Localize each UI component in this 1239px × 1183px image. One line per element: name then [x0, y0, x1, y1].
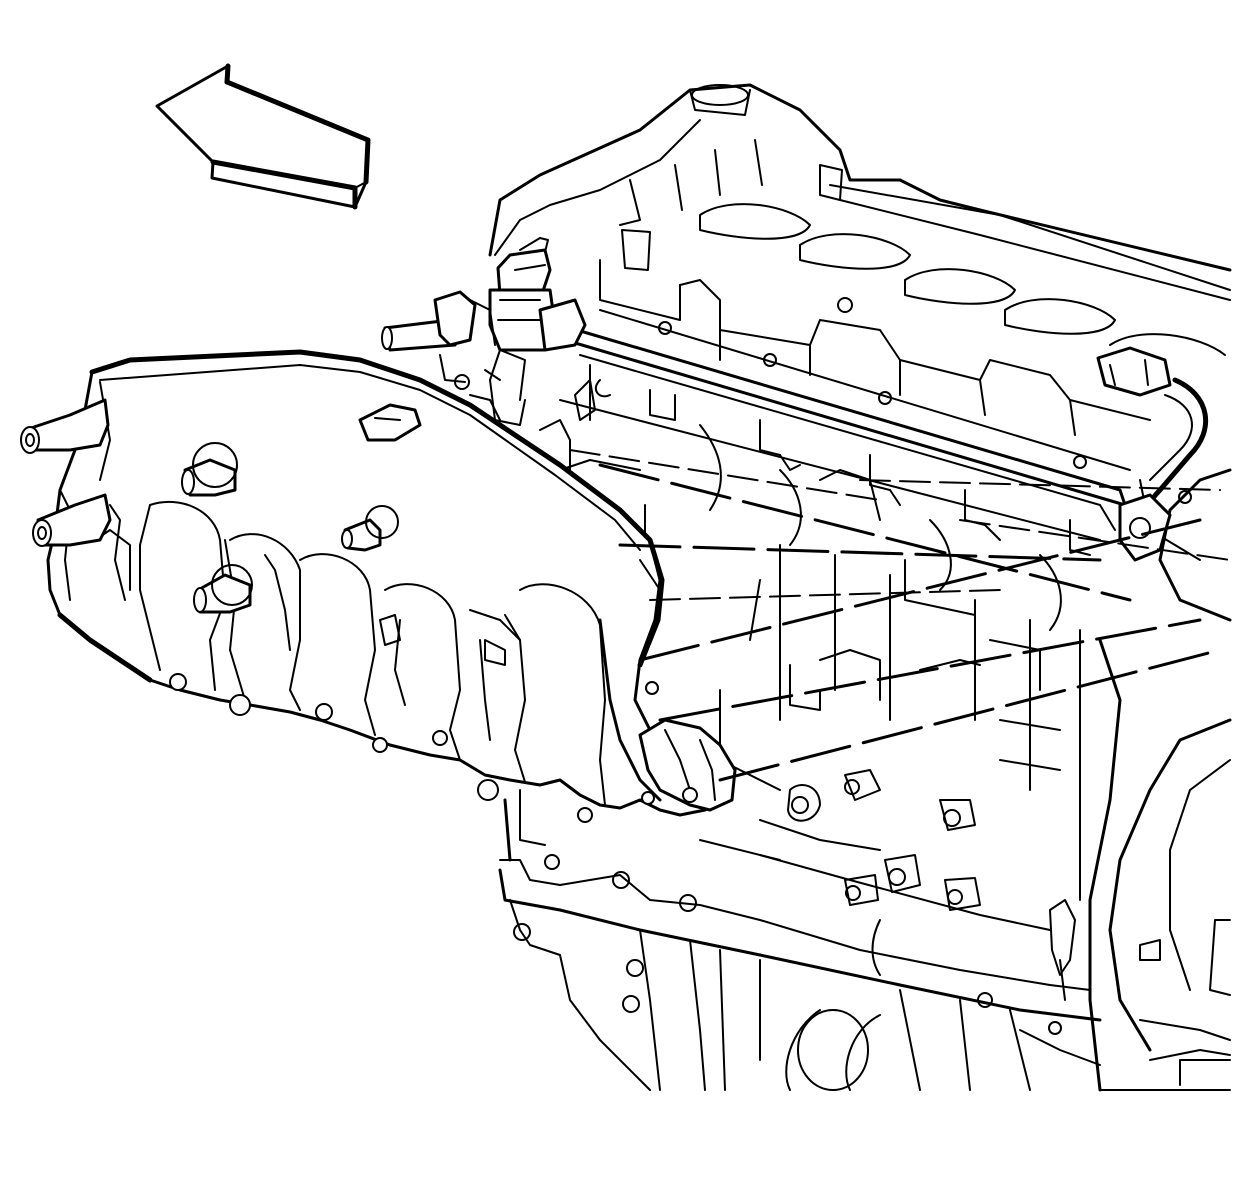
intake-manifold — [20, 349, 737, 823]
alignment-lines — [569, 449, 1231, 782]
engine-block — [454, 83, 1232, 1092]
arrow-left-icon — [155, 63, 371, 210]
fuel-regulator — [381, 237, 1208, 562]
